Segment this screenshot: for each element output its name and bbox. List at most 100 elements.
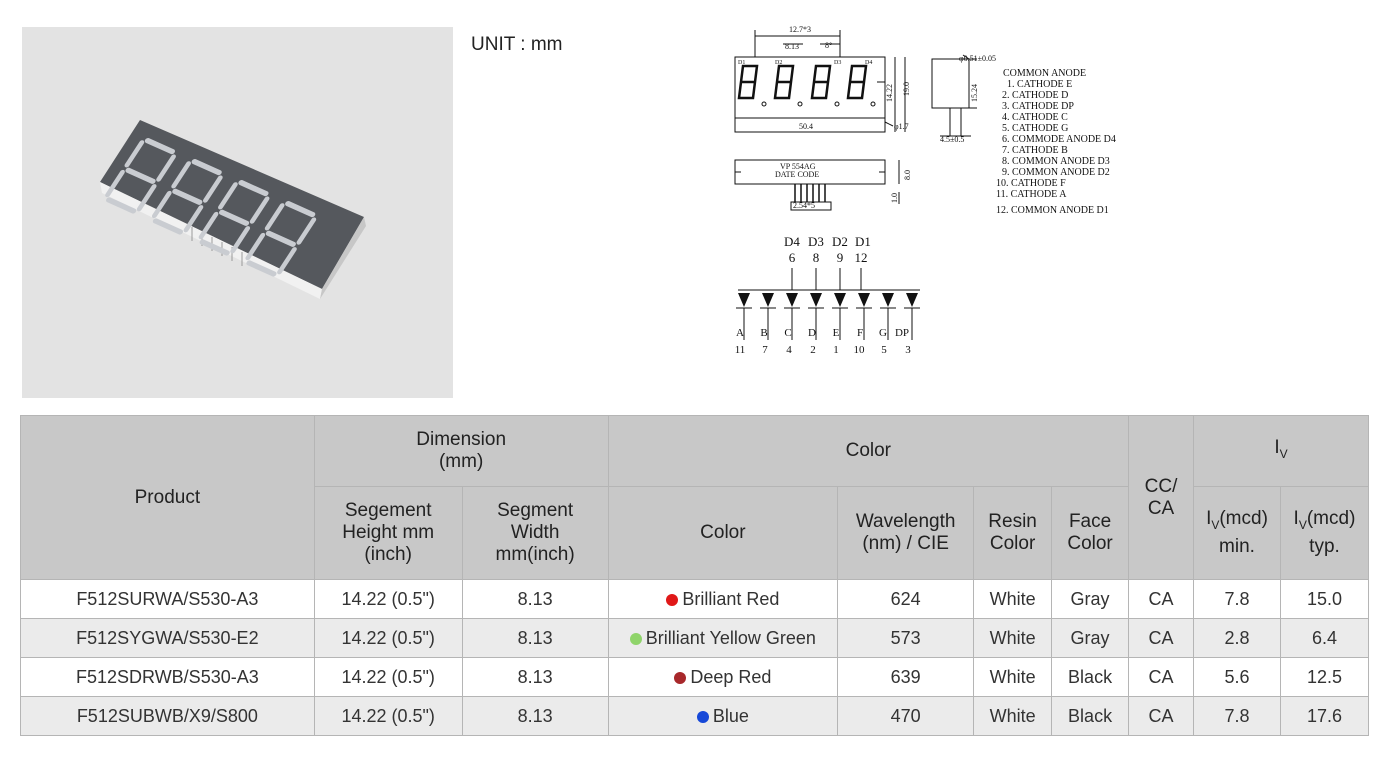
circuit-seg-e: E bbox=[833, 327, 840, 339]
dim-hole: φ1.7 bbox=[894, 122, 909, 131]
pin-list-0: COMMON ANODE bbox=[1003, 68, 1086, 79]
digit-label-d1: D1 bbox=[738, 60, 745, 66]
header-dimension: Dimension (mm) bbox=[313, 415, 609, 487]
header-resin-color: Resin Color bbox=[973, 486, 1053, 580]
circuit-seg-pin-2: 2 bbox=[810, 344, 816, 356]
circuit-seg-pin-5: 5 bbox=[881, 344, 887, 356]
header-product: Product bbox=[20, 415, 315, 580]
table-row: F512SDRWB/S530-A3 14.22 (0.5") 8.13 Deep… bbox=[20, 657, 1370, 697]
color-dot-icon bbox=[629, 632, 642, 645]
cell-segment-height: 14.22 (0.5") bbox=[313, 579, 463, 619]
pin-list-12: 12. COMMON ANODE D1 bbox=[996, 205, 1109, 216]
header-segment-height: Segement Height mm (inch) bbox=[313, 486, 463, 580]
digit-label-d2: D2 bbox=[775, 60, 782, 66]
pin-list-1: 1. CATHODE E bbox=[1007, 79, 1072, 90]
cell-iv-typ: 12.5 bbox=[1279, 657, 1370, 697]
cell-iv-min: 5.6 bbox=[1193, 657, 1281, 697]
product-photo bbox=[22, 27, 453, 398]
circuit-seg-c: C bbox=[784, 327, 791, 339]
cell-wavelength: 573 bbox=[837, 618, 975, 658]
cell-iv-min: 7.8 bbox=[1193, 696, 1281, 736]
cell-cc-ca: CA bbox=[1128, 696, 1195, 736]
pin-list-3: 3. CATHODE DP bbox=[1002, 101, 1074, 112]
dim-thickness: 8.0 bbox=[903, 170, 912, 180]
dim-pin-length: 1.0 bbox=[890, 193, 899, 203]
cell-segment-width: 8.13 bbox=[461, 696, 609, 736]
dim-pin: φ0.51±0.05 bbox=[959, 54, 996, 63]
dim-side-width: 4.5±0.5 bbox=[940, 135, 964, 144]
cell-iv-min: 7.8 bbox=[1193, 579, 1281, 619]
pin-list-2: 2. CATHODE D bbox=[1002, 90, 1068, 101]
cell-resin-color: White bbox=[973, 618, 1053, 658]
digit-label-d4: D4 bbox=[865, 60, 872, 66]
header-iv-min: IV(mcd) min. bbox=[1193, 486, 1281, 580]
cell-iv-min: 2.8 bbox=[1193, 618, 1281, 658]
circuit-digit-pin-12: 12 bbox=[855, 250, 868, 265]
cell-resin-color: White bbox=[973, 696, 1053, 736]
cell-segment-height: 14.22 (0.5") bbox=[313, 657, 463, 697]
label-vp: VP 554AG bbox=[780, 162, 816, 171]
table-row: F512SYGWA/S530-E2 14.22 (0.5") 8.13 Bril… bbox=[20, 618, 1370, 658]
dim-length: 50.4 bbox=[799, 122, 813, 131]
cell-product: F512SUBWB/X9/S800 bbox=[20, 696, 315, 736]
circuit-digit-pin-9: 9 bbox=[837, 250, 844, 265]
digit-label-d3: D3 bbox=[834, 60, 841, 66]
cell-face-color: Gray bbox=[1051, 618, 1130, 658]
unit-label: UNIT : mm bbox=[471, 34, 563, 55]
circuit-seg-g: G bbox=[879, 327, 887, 339]
circuit-seg-d: D bbox=[808, 327, 816, 339]
pin-list-6: 6. COMMODE ANODE D4 bbox=[1002, 134, 1116, 145]
cell-face-color: Gray bbox=[1051, 579, 1130, 619]
pin-list-10: 10. CATHODE F bbox=[996, 178, 1066, 189]
color-dot-icon bbox=[666, 593, 679, 606]
cell-iv-typ: 6.4 bbox=[1279, 618, 1370, 658]
circuit-digit-d1: D1 bbox=[855, 234, 871, 249]
cell-color: Deep Red bbox=[607, 657, 839, 697]
header-face-color: Face Color bbox=[1051, 486, 1130, 580]
cell-segment-width: 8.13 bbox=[461, 618, 609, 658]
cell-cc-ca: CA bbox=[1128, 579, 1195, 619]
circuit-seg-dp: DP bbox=[895, 327, 909, 339]
circuit-digit-d4: D4 bbox=[784, 234, 800, 249]
dim-seg-width: 8.13 bbox=[785, 42, 799, 51]
cell-wavelength: 624 bbox=[837, 579, 975, 619]
header-dimension-label: Dimension bbox=[416, 429, 507, 450]
pin-list-9: 9. COMMON ANODE D2 bbox=[1002, 167, 1110, 178]
spec-table: Product Dimension (mm) Color CC/ CA IV S… bbox=[20, 415, 1370, 736]
circuit-seg-pin-11: 11 bbox=[735, 344, 746, 356]
circuit-seg-pin-10: 10 bbox=[854, 344, 866, 356]
header-wavelength: Wavelength (nm) / CIE bbox=[837, 486, 975, 580]
dim-height-b: 19.0 bbox=[902, 82, 911, 96]
cell-iv-typ: 15.0 bbox=[1279, 579, 1370, 619]
circuit-seg-b: B bbox=[760, 327, 767, 339]
cell-product: F512SYGWA/S530-E2 bbox=[20, 618, 315, 658]
header-color: Color bbox=[607, 486, 839, 580]
cell-cc-ca: CA bbox=[1128, 618, 1195, 658]
cell-resin-color: White bbox=[973, 657, 1053, 697]
cell-segment-height: 14.22 (0.5") bbox=[313, 618, 463, 658]
circuit-seg-f: F bbox=[857, 327, 863, 339]
dim-pin-pitch: 2.54*5 bbox=[793, 201, 815, 210]
cell-segment-width: 8.13 bbox=[461, 579, 609, 619]
table-row: F512SURWA/S530-A3 14.22 (0.5") 8.13 Bril… bbox=[20, 579, 1370, 619]
pin-list-7: 7. CATHODE B bbox=[1002, 145, 1068, 156]
dim-angle: 8° bbox=[825, 41, 832, 50]
circuit-seg-pin-1: 1 bbox=[833, 344, 839, 356]
pin-list-8: 8. COMMON ANODE D3 bbox=[1002, 156, 1110, 167]
header-iv: IV bbox=[1193, 415, 1369, 487]
header-segment-width: Segment Width mm(inch) bbox=[461, 486, 609, 580]
header-dimension-unit: (mm) bbox=[438, 451, 484, 472]
header-cc-ca: CC/ CA bbox=[1128, 415, 1195, 580]
cell-segment-height: 14.22 (0.5") bbox=[313, 696, 463, 736]
circuit-digit-pin-6: 6 bbox=[789, 250, 796, 265]
cell-wavelength: 470 bbox=[837, 696, 975, 736]
circuit-seg-pin-4: 4 bbox=[786, 344, 792, 356]
color-dot-icon bbox=[696, 710, 709, 723]
cell-resin-color: White bbox=[973, 579, 1053, 619]
cell-face-color: Black bbox=[1051, 696, 1130, 736]
circuit-digit-d2: D2 bbox=[832, 234, 848, 249]
dimension-drawing: 12.7*3 8.13 8° D1 D2 D3 D4 50.4 14.22 19… bbox=[734, 25, 1116, 356]
dim-side: 15.24 bbox=[970, 84, 979, 102]
cell-color: Brilliant Yellow Green bbox=[607, 618, 839, 658]
cell-color: Blue bbox=[607, 696, 839, 736]
